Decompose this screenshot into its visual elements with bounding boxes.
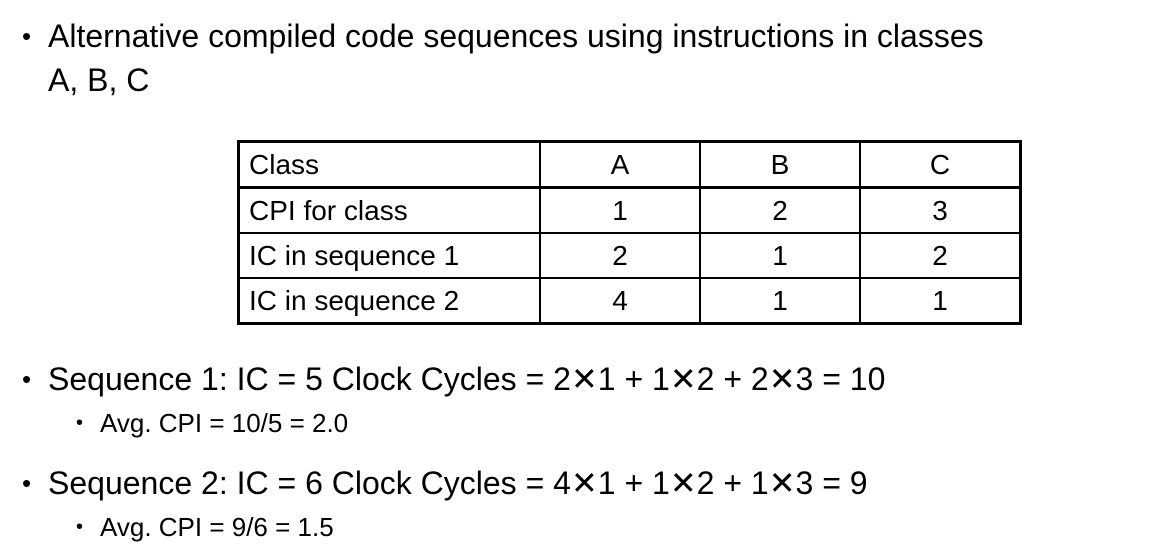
cell-seq2-b: 1 xyxy=(699,277,861,325)
bullet-icon: • xyxy=(22,364,32,394)
sequence2-section: • Sequence 2: IC = 6 Clock Cycles = 4✕1 … xyxy=(0,461,1175,545)
bullet-icon: • xyxy=(76,412,84,434)
table-row-seq1: IC in sequence 1 2 1 2 xyxy=(237,232,1022,279)
sequence2-avg-cpi-item: • Avg. CPI = 9/6 = 1.5 xyxy=(0,509,1175,545)
table-header-c: C xyxy=(859,140,1022,189)
bullet-icon: • xyxy=(22,468,32,498)
table-header-a: A xyxy=(539,140,701,189)
cpi-table: Class A B C CPI for class 1 2 3 IC in se… xyxy=(237,140,1022,325)
sequence2-bullet-item: • Sequence 2: IC = 6 Clock Cycles = 4✕1 … xyxy=(0,461,1175,505)
cell-seq1-a: 2 xyxy=(539,232,701,279)
cell-seq1-b: 1 xyxy=(699,232,861,279)
row-label-seq2: IC in sequence 2 xyxy=(237,277,541,325)
sequence2-text: Sequence 2: IC = 6 Clock Cycles = 4✕1 + … xyxy=(48,465,868,501)
table-row-cpi: CPI for class 1 2 3 xyxy=(237,186,1022,234)
cell-seq2-c: 1 xyxy=(859,277,1022,325)
table-header-row: Class A B C xyxy=(237,140,1022,189)
sequence1-section: • Sequence 1: IC = 5 Clock Cycles = 2✕1 … xyxy=(0,357,1175,441)
sequence2-avg-cpi-text: Avg. CPI = 9/6 = 1.5 xyxy=(100,512,334,542)
row-label-seq1: IC in sequence 1 xyxy=(237,232,541,279)
cell-cpi-a: 1 xyxy=(539,186,701,234)
intro-bullet-item: • Alternative compiled code sequences us… xyxy=(0,14,1175,102)
table-header-class: Class xyxy=(237,140,541,189)
table-header-b: B xyxy=(699,140,861,189)
intro-text-line1: Alternative compiled code sequences usin… xyxy=(48,18,984,54)
sequence1-bullet-item: • Sequence 1: IC = 5 Clock Cycles = 2✕1 … xyxy=(0,357,1175,401)
cell-seq2-a: 4 xyxy=(539,277,701,325)
table-row-seq2: IC in sequence 2 4 1 1 xyxy=(237,277,1022,325)
sequence1-avg-cpi-text: Avg. CPI = 10/5 = 2.0 xyxy=(100,408,349,438)
cell-seq1-c: 2 xyxy=(859,232,1022,279)
bullet-icon: • xyxy=(22,21,32,51)
cell-cpi-b: 2 xyxy=(699,186,861,234)
cell-cpi-c: 3 xyxy=(859,186,1022,234)
sequence1-text: Sequence 1: IC = 5 Clock Cycles = 2✕1 + … xyxy=(48,361,886,397)
bullet-icon: • xyxy=(76,516,84,538)
sequence1-avg-cpi-item: • Avg. CPI = 10/5 = 2.0 xyxy=(0,405,1175,441)
intro-text-line2: A, B, C xyxy=(48,62,150,98)
row-label-cpi: CPI for class xyxy=(237,186,541,234)
